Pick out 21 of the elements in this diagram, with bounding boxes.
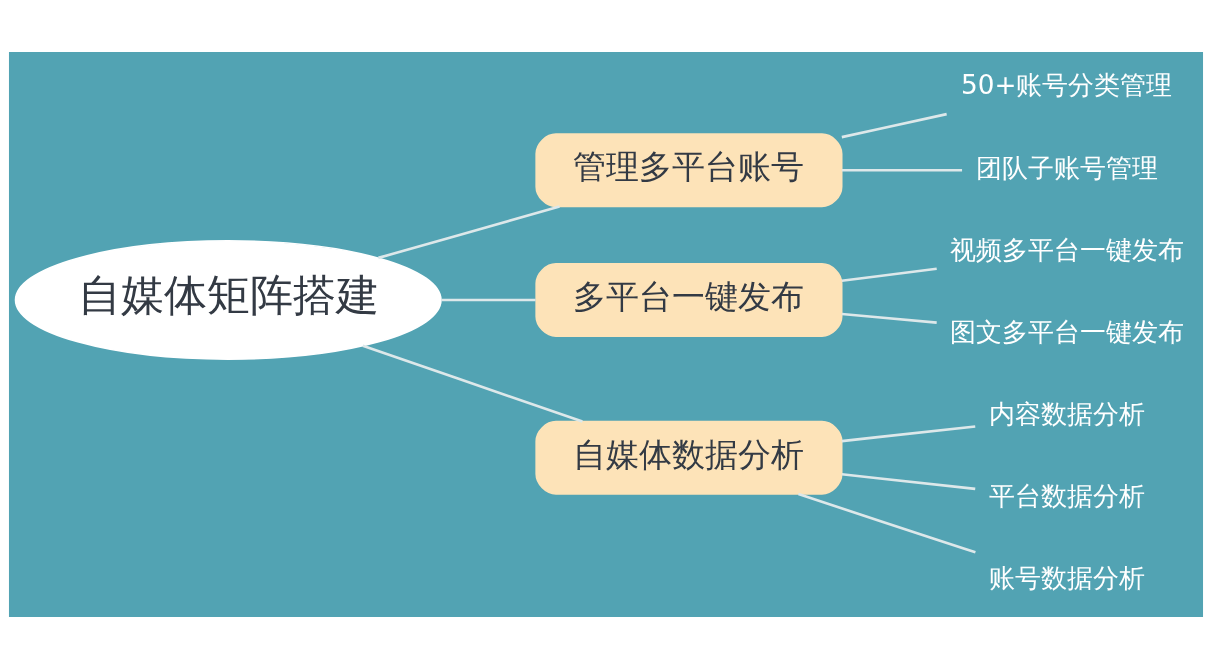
node-text: 视频多平台一键发布 bbox=[949, 234, 1184, 265]
node-ellipse: 自媒体矩阵搭建 bbox=[14, 240, 442, 360]
node-text: 账号数据分析 bbox=[988, 563, 1145, 594]
node-text: 50+账号分类管理 bbox=[960, 70, 1173, 101]
node-text: 图文多平台一键发布 bbox=[949, 316, 1184, 347]
connector bbox=[798, 492, 976, 554]
connector bbox=[841, 425, 976, 443]
connector bbox=[841, 267, 937, 283]
node-box: 管理多平台账号 bbox=[535, 133, 843, 208]
node-text: 团队子账号管理 bbox=[975, 152, 1158, 183]
connector bbox=[362, 344, 583, 423]
node-box: 多平台一键发布 bbox=[535, 263, 843, 337]
connector bbox=[441, 298, 536, 302]
node-text: 平台数据分析 bbox=[988, 480, 1145, 511]
connector bbox=[378, 205, 560, 260]
connector bbox=[841, 112, 947, 139]
connector bbox=[841, 472, 976, 491]
connector bbox=[841, 168, 963, 172]
node-box: 自媒体数据分析 bbox=[535, 420, 843, 495]
connector bbox=[841, 312, 937, 324]
node-text: 内容数据分析 bbox=[988, 398, 1145, 429]
